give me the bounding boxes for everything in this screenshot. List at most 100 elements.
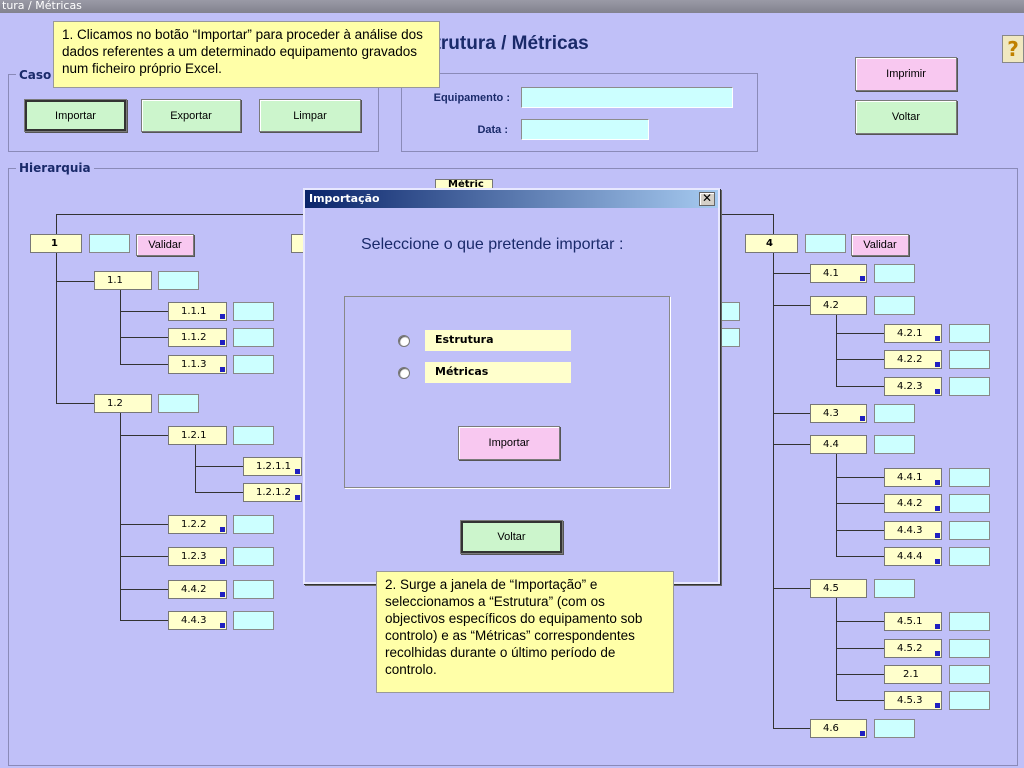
tree-connector: [120, 290, 121, 364]
tree-connector: [773, 214, 774, 234]
tree-connector: [836, 386, 884, 387]
tree-node[interactable]: 4.2: [810, 296, 867, 315]
page-title: strutura / Métricas: [424, 33, 589, 54]
tree-node-value[interactable]: [949, 468, 990, 487]
tree-node[interactable]: 1.1.1: [168, 302, 227, 321]
imprimir-button[interactable]: Imprimir: [855, 57, 957, 91]
tree-connector: [836, 621, 884, 622]
callout-step1: 1. Clicamos no botão “Importar” para pro…: [53, 21, 440, 88]
tree-node[interactable]: 4.4.3: [168, 611, 227, 630]
equipamento-group: [401, 73, 758, 152]
close-icon[interactable]: ✕: [699, 192, 715, 206]
tree-node-value[interactable]: [874, 719, 915, 738]
radio-estrutura[interactable]: [398, 335, 410, 347]
tree-connector: [836, 700, 884, 701]
tree-node[interactable]: 1: [30, 234, 82, 253]
tree-node[interactable]: 4.2.1: [884, 324, 942, 343]
tree-node-value[interactable]: [949, 377, 990, 396]
tree-node[interactable]: 4.5.3: [884, 691, 942, 710]
tree-node[interactable]: 1.2.3: [168, 547, 227, 566]
tree-node[interactable]: 4.4.1: [884, 468, 942, 487]
tree-connector: [120, 311, 168, 312]
tree-node-value[interactable]: [949, 324, 990, 343]
tree-connector: [120, 337, 168, 338]
tree-node[interactable]: 1.1.3: [168, 355, 227, 374]
tree-node[interactable]: 4.4: [810, 435, 867, 454]
tree-node-value[interactable]: [233, 302, 274, 321]
tree-node[interactable]: 1.2.1: [168, 426, 227, 445]
tree-node-value[interactable]: [949, 639, 990, 658]
equipamento-field[interactable]: [521, 87, 733, 108]
tree-node[interactable]: 4.4.2: [168, 580, 227, 599]
radio-metricas[interactable]: [398, 367, 410, 379]
tree-connector: [836, 556, 884, 557]
tree-connector: [56, 281, 94, 282]
tree-node[interactable]: 4.4.3: [884, 521, 942, 540]
tree-node-value[interactable]: [949, 494, 990, 513]
tree-node-value[interactable]: [233, 355, 274, 374]
tree-node-value[interactable]: [158, 394, 199, 413]
tree-node-value[interactable]: [949, 691, 990, 710]
tree-node[interactable]: 4.5: [810, 579, 867, 598]
tree-node-value[interactable]: [949, 350, 990, 369]
tree-node-value[interactable]: [233, 426, 274, 445]
tree-connector: [836, 530, 884, 531]
tree-connector: [836, 453, 837, 556]
tree-node[interactable]: 4.6: [810, 719, 867, 738]
tree-node-value[interactable]: [158, 271, 199, 290]
tree-node-value[interactable]: [233, 611, 274, 630]
option-estrutura[interactable]: Estrutura: [425, 330, 571, 351]
dialog-voltar-button[interactable]: Voltar: [460, 520, 563, 554]
limpar-button[interactable]: Limpar: [259, 99, 361, 132]
tree-node[interactable]: 4.5.2: [884, 639, 942, 658]
dialog-title: Importação: [305, 190, 718, 208]
tree-node-value[interactable]: [874, 435, 915, 454]
tree-node[interactable]: 4: [745, 234, 798, 253]
tree-node[interactable]: 4.2.3: [884, 377, 942, 396]
tree-node-value[interactable]: [874, 264, 915, 283]
validar-button-left[interactable]: Validar: [136, 234, 194, 256]
tree-node-value[interactable]: [874, 404, 915, 423]
tree-node-value[interactable]: [805, 234, 846, 253]
tree-node[interactable]: 1.2.1.1: [243, 457, 302, 476]
tree-node[interactable]: 4.5.1: [884, 612, 942, 631]
tree-connector: [836, 597, 837, 701]
data-field[interactable]: [521, 119, 649, 140]
validar-button-right[interactable]: Validar: [851, 234, 909, 256]
dialog-importar-button[interactable]: Importar: [458, 426, 560, 460]
tree-connector: [836, 359, 884, 360]
tree-node-value[interactable]: [949, 665, 990, 684]
tree-node-value[interactable]: [233, 580, 274, 599]
tree-node-value[interactable]: [949, 547, 990, 566]
tree-node[interactable]: 4.4.2: [884, 494, 942, 513]
help-icon[interactable]: ?: [1002, 35, 1024, 63]
tree-node-value[interactable]: [949, 612, 990, 631]
tree-node[interactable]: 1.2: [94, 394, 152, 413]
exportar-button[interactable]: Exportar: [141, 99, 241, 132]
tree-connector: [120, 556, 168, 557]
equipamento-label: Equipamento :: [433, 92, 510, 104]
dialog-prompt: Seleccione o que pretende importar :: [361, 236, 624, 253]
tree-node-value[interactable]: [233, 328, 274, 347]
importar-button[interactable]: Importar: [24, 99, 127, 132]
tree-node[interactable]: 4.2.2: [884, 350, 942, 369]
tree-node-value[interactable]: [233, 515, 274, 534]
tree-node[interactable]: 4.3: [810, 404, 867, 423]
tree-node[interactable]: 1.2.2: [168, 515, 227, 534]
tree-node[interactable]: 4.4.4: [884, 547, 942, 566]
tree-node[interactable]: 2.1: [884, 665, 942, 684]
voltar-button[interactable]: Voltar: [855, 100, 957, 134]
tree-connector: [56, 403, 94, 404]
tree-node[interactable]: 1.2.1.2: [243, 483, 302, 502]
tree-connector: [773, 728, 810, 729]
option-metricas[interactable]: Métricas: [425, 362, 571, 383]
tree-node-value[interactable]: [874, 296, 915, 315]
tree-node-value[interactable]: [874, 579, 915, 598]
tree-node-value[interactable]: [949, 521, 990, 540]
tree-node[interactable]: 1.1.2: [168, 328, 227, 347]
tree-node-value[interactable]: [233, 547, 274, 566]
tree-node[interactable]: 1.1: [94, 271, 152, 290]
tree-node-value[interactable]: [89, 234, 130, 253]
tree-connector: [120, 620, 168, 621]
tree-node[interactable]: 4.1: [810, 264, 867, 283]
